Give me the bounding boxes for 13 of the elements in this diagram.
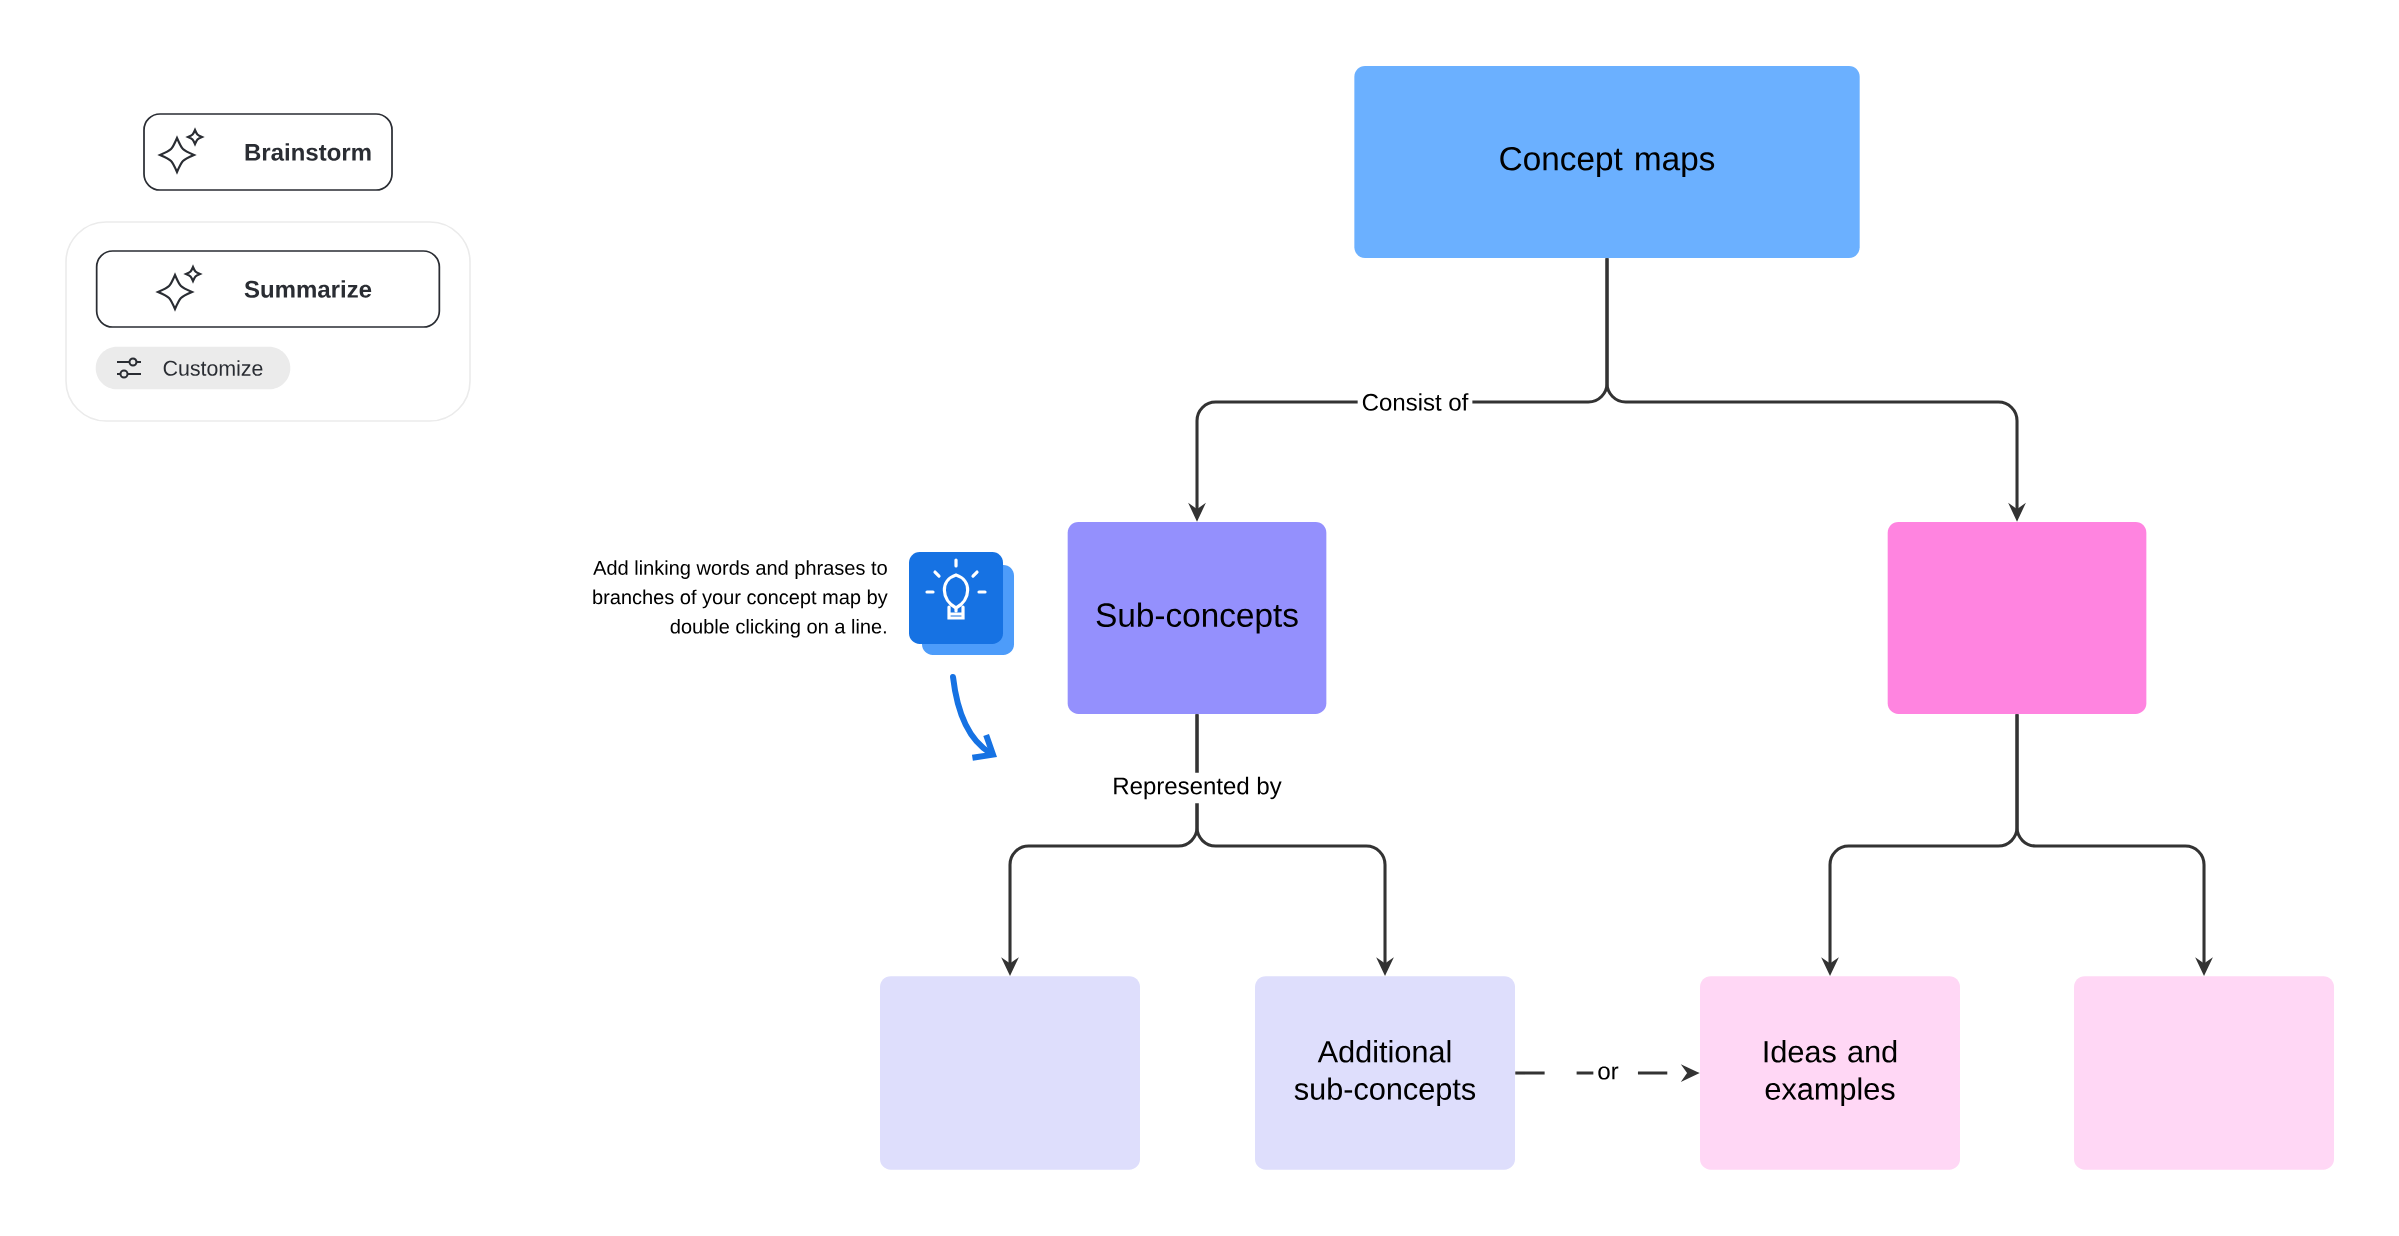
empty-box bbox=[2074, 976, 2335, 1170]
concept-box: Additional sub-concepts bbox=[1255, 976, 1515, 1170]
concept-box: Sub-concepts bbox=[1067, 522, 1327, 714]
empty-box bbox=[880, 976, 1140, 1170]
concept-box: Concept maps bbox=[1354, 66, 1860, 258]
concept-box: Ideas and examples bbox=[1700, 976, 1960, 1170]
edge-label: Consist of bbox=[1357, 389, 1473, 415]
edge-label: or bbox=[1593, 1062, 1623, 1084]
empty-box bbox=[1887, 522, 2147, 714]
note-text: Add linking words and phrases to branches of your concept map by double clicking on a line. bbox=[593, 560, 888, 638]
button: Brainstorm bbox=[143, 113, 393, 191]
edge-label: Represented by bbox=[1108, 772, 1286, 804]
button: Summarize bbox=[95, 250, 441, 328]
